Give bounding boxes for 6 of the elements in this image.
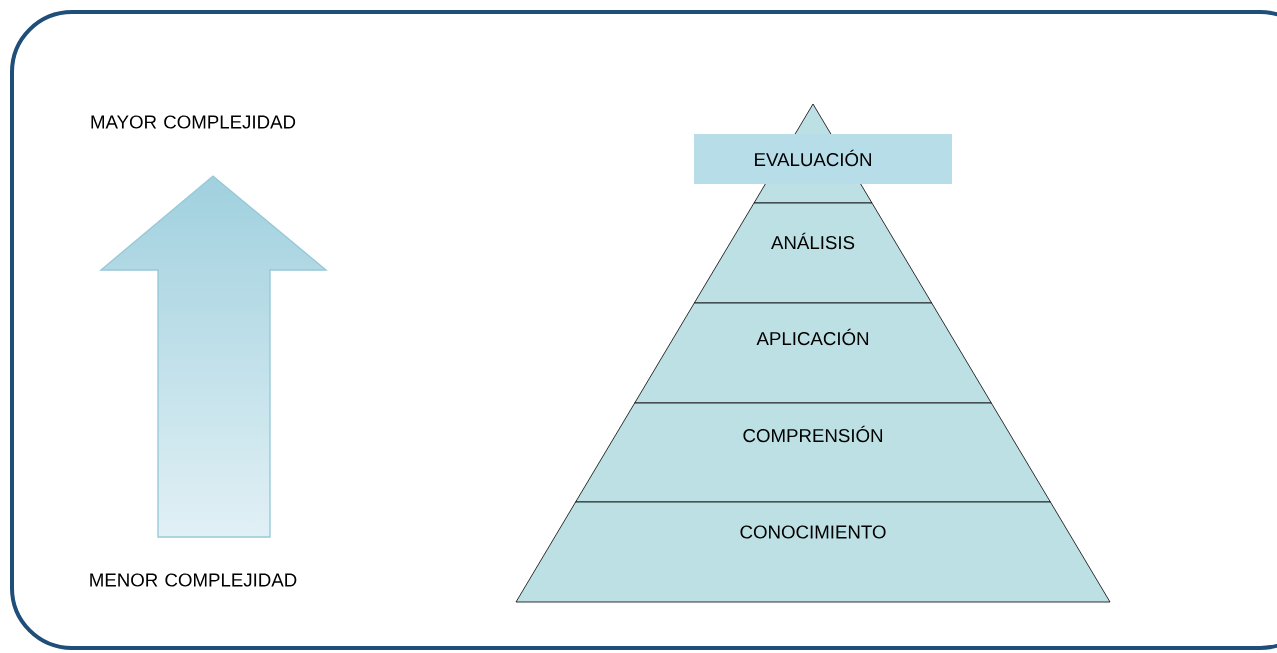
pyramid-layer: APLICACIÓN [634, 302, 992, 404]
pyramid-layer: CONOCIMIENTO [515, 501, 1111, 603]
complexity-label: MENOR COMPLEJIDAD [90, 573, 297, 587]
pyramid-top: EVALUACIÓN [694, 103, 952, 204]
complexity-label: MAYOR COMPLEJIDAD [91, 115, 296, 129]
pyramid-layer: COMPRENSIÓN [575, 402, 1051, 503]
